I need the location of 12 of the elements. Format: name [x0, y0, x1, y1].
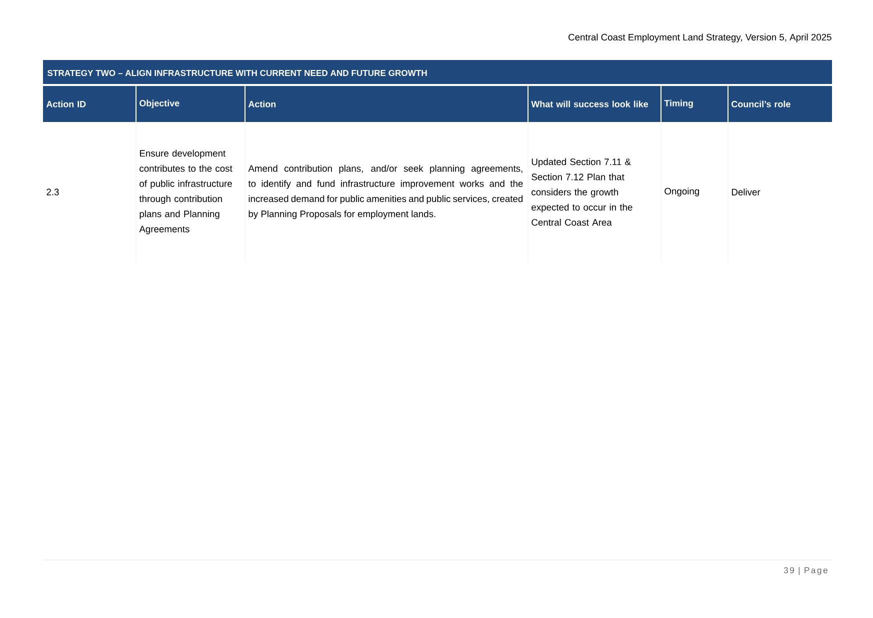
page-header: Central Coast Employment Land Strategy, Version 5, April 2025 [568, 34, 832, 42]
header-cell: Timing [662, 86, 728, 122]
table-cell: Ensure development contributes to the cost of public infrastructure through contribution plans and Planning Agreements [139, 150, 232, 234]
table-cell: Amend contribution plans, and/or seek planning agreements, to identify and fund infrastructure improvement works and the increased demand for public amenities and public services, created by Planning Proposals for employment lands. [248, 164, 523, 220]
table-cell: Updated Section 7.11 & Section 7.12 Plan that considers the growth expected to occur in the Central Coast Area [532, 158, 632, 226]
table-cell: Deliver [732, 188, 760, 196]
header-cell: Objective [136, 86, 244, 122]
table-cell: 2.3 [46, 188, 59, 196]
table-cell: Ongoing [664, 188, 699, 196]
page-number: 39 | Page [784, 566, 828, 575]
header-cell: Action ID [43, 86, 136, 122]
header-cell: Council’s role [728, 86, 832, 122]
